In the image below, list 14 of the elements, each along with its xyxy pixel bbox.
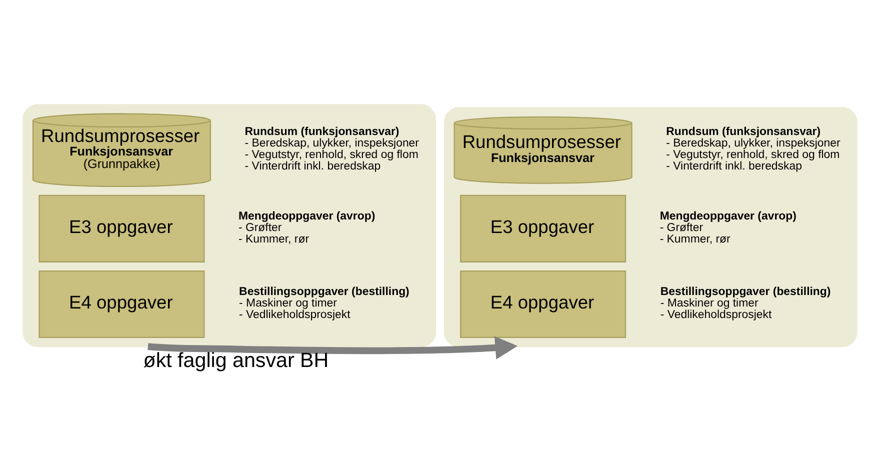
node-box: E3 oppgaver	[460, 194, 626, 262]
node-text: Mengdeoppgaver (avrop) - Grøfter - Kummer, rør	[659, 210, 796, 246]
node-text: Bestillingsoppgaver (bestilling) - Maskiner og timer - Vedlikeholdsprosjekt	[238, 286, 409, 321]
edge-label: økt faglig ansvar BH	[142, 349, 328, 372]
arrow	[147, 336, 518, 360]
cluster	[444, 107, 857, 348]
node-text: Bestillingsoppgaver (bestilling) - Maskiner og timer - Vedlikeholdsprosjekt	[660, 286, 830, 321]
node-box: E4 oppgaver	[460, 270, 626, 338]
cluster	[22, 104, 436, 348]
node-box: E3 oppgaver	[38, 194, 204, 262]
node-text: Rundsum (funksjonsansvar) - Beredskap, ulykker, inspeksjoner - Vegutstyr, renhold, skred og flom - Vinterdrift inkl. beredskap	[244, 126, 418, 173]
node-text: Rundsum (funksjonsansvar) - Beredskap, ulykker, inspeksjoner - Vegutstyr, renhold, skred og flom - Vinterdrift inkl. beredskap	[666, 126, 840, 173]
node-text: Mengdeoppgaver (avrop) - Grøfter - Kummer, rør	[238, 210, 375, 246]
node-box: E4 oppgaver	[38, 270, 204, 338]
